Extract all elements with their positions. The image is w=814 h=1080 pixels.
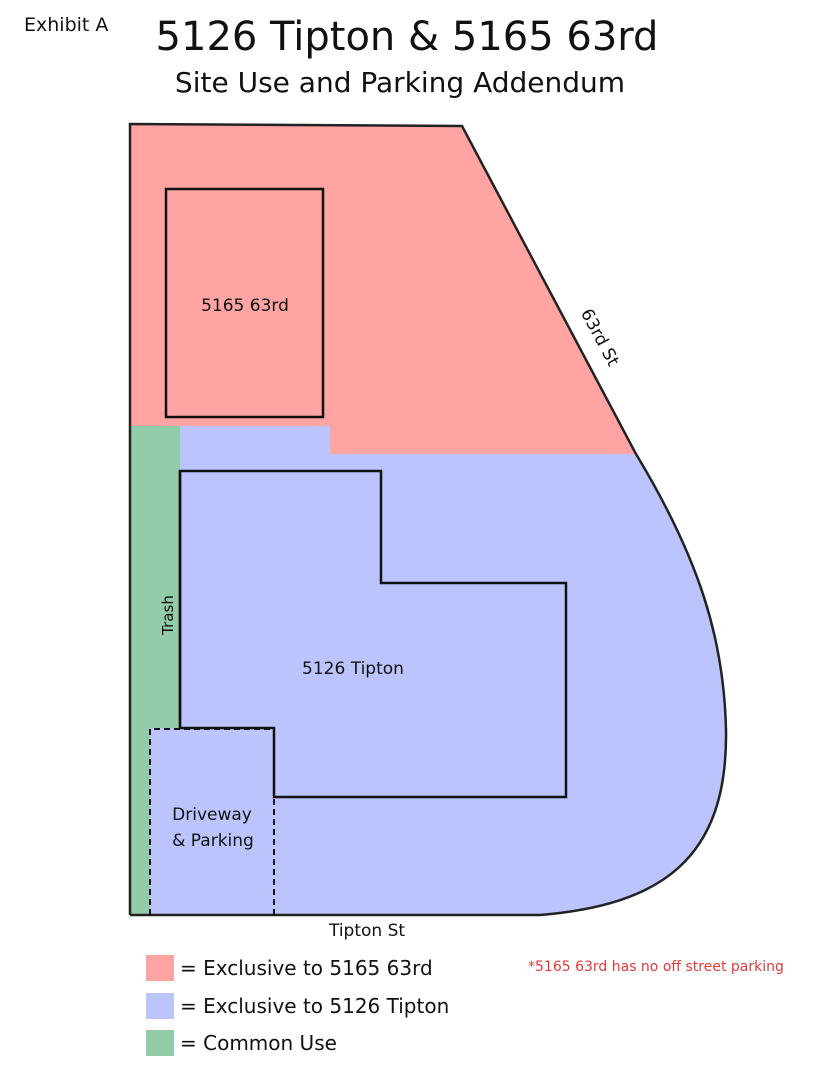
zone-exclusive-tipton [150,426,727,915]
legend-item-exclusive-tipton: = Exclusive to 5126 Tipton [146,992,449,1020]
building-5165-63rd [164,187,325,419]
property-outline [128,122,728,917]
legend-label: = Exclusive to 5126 Tipton [180,994,450,1018]
page-subtitle: Site Use and Parking Addendum [174,66,626,99]
building-5126-tipton [178,469,568,799]
legend-item-exclusive-63rd: = Exclusive to 5165 63rd [146,954,433,982]
street-tipton-label: Tipton St [328,921,405,941]
page-title: 5126 Tipton & 5165 63rd [155,14,659,60]
parking-note: *5165 63rd has no off street parking [528,959,784,975]
driveway-label-line1: Driveway [172,805,252,825]
zone-exclusive-63rd [130,124,636,454]
legend-label: = Common Use [180,1031,337,1055]
legend-swatch-red [146,955,174,981]
legend-item-common-use: = Common Use [146,1029,337,1057]
legend-swatch-green [146,1030,174,1056]
building-tipton-label: 5126 Tipton [302,659,404,679]
exhibit-label: Exhibit A [24,14,109,36]
zone-common-use [130,426,180,915]
legend-label: = Exclusive to 5165 63rd [180,956,433,980]
driveway-label-line2: & Parking [172,831,254,851]
driveway-parking-outline [149,728,275,915]
legend-swatch-blue [146,993,174,1019]
building-63rd-label: 5165 63rd [201,296,289,316]
trash-label: Trash [159,595,177,636]
